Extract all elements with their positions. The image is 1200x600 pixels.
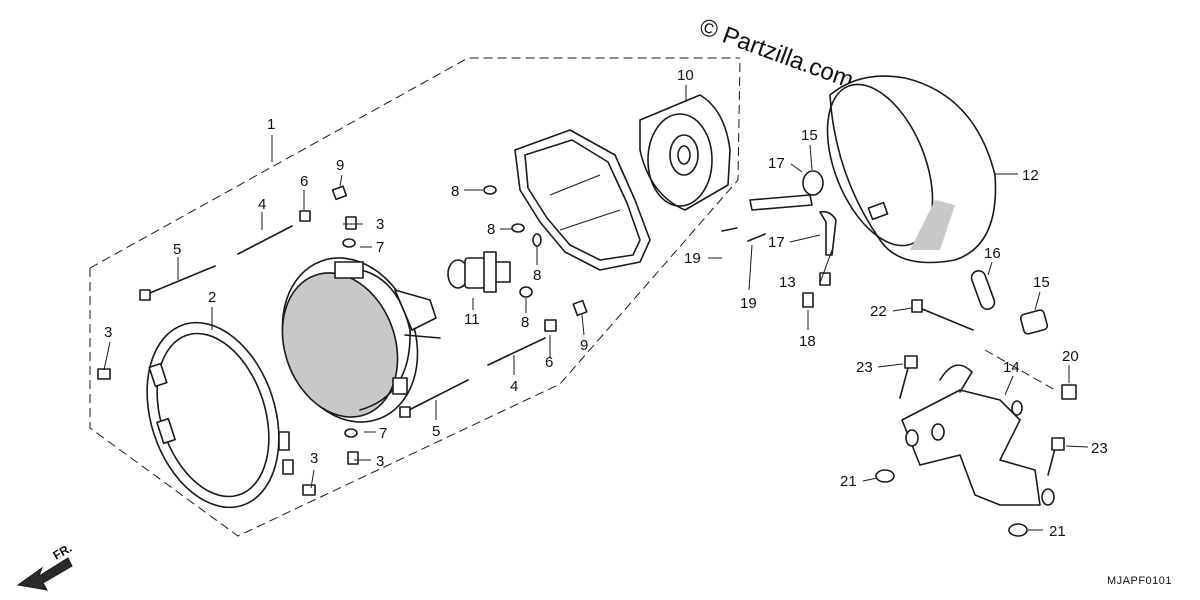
callout-6-upper: 6 — [300, 173, 308, 190]
mounting-hardware-parts — [721, 170, 1077, 537]
headlight-bulb-part — [447, 251, 511, 293]
headlight-stay-part — [901, 349, 1056, 506]
adjuster-nut-part — [299, 210, 557, 332]
callout-19-left: 19 — [684, 250, 701, 267]
spring-part — [237, 225, 293, 255]
callout-16: 16 — [984, 245, 1001, 262]
callout-5-upper: 5 — [173, 241, 181, 258]
callout-20: 20 — [1062, 348, 1079, 365]
screw-part-lower — [399, 379, 469, 418]
nut-small-parts — [342, 238, 358, 438]
callout-13: 13 — [779, 274, 796, 291]
callout-23-left: 23 — [856, 359, 873, 376]
headlight-shell-part — [826, 75, 997, 264]
callout-4-lower: 4 — [510, 378, 518, 395]
spring-part-lower — [487, 337, 546, 366]
front-direction-arrow-icon — [16, 557, 73, 591]
headlight-case-part — [639, 94, 731, 211]
callout-19-lower: 19 — [740, 295, 757, 312]
callout-7-lower: 7 — [379, 425, 387, 442]
assembly-group-outline — [89, 57, 741, 537]
rubber-cap-parts — [331, 185, 588, 317]
screw-part — [139, 265, 216, 301]
callout-3-bottom: 3 — [310, 450, 318, 467]
callout-9-lower: 9 — [580, 337, 588, 354]
clip-parts — [483, 185, 542, 298]
callout-10: 10 — [677, 67, 694, 84]
callout-17-lower: 17 — [768, 234, 785, 251]
callout-7-upper: 7 — [376, 239, 384, 256]
callout-8-b: 8 — [487, 221, 495, 238]
callout-8-c: 8 — [533, 267, 541, 284]
callout-1: 1 — [267, 116, 275, 133]
callout-8-a: 8 — [451, 183, 459, 200]
headlight-bracket-frame-part — [514, 129, 651, 271]
callout-21-left: 21 — [840, 473, 857, 490]
front-direction-label: FR. — [51, 541, 75, 563]
callout-3-left: 3 — [104, 324, 112, 341]
callout-17-upper: 17 — [768, 155, 785, 172]
callout-21-right: 21 — [1049, 523, 1066, 540]
headlight-rim-part — [146, 321, 294, 509]
screw-small-parts — [97, 216, 359, 496]
callout-11: 11 — [464, 311, 480, 328]
callout-12: 12 — [1022, 167, 1039, 184]
callout-2: 2 — [208, 289, 216, 306]
diagram-code: MJAPF0101 — [1107, 575, 1172, 587]
callout-15-lower: 15 — [1033, 274, 1050, 291]
callout-23-right: 23 — [1091, 440, 1108, 457]
callout-5-lower: 5 — [432, 423, 440, 440]
callout-labels: 1 2 3 3 3 3 4 4 5 5 6 6 7 7 8 8 8 8 9 9 … — [104, 67, 1108, 540]
partzilla-watermark: © Partzilla.com — [696, 13, 857, 94]
callout-22: 22 — [870, 303, 887, 320]
callout-18: 18 — [799, 333, 816, 350]
callout-9-upper: 9 — [336, 157, 344, 174]
callout-6-lower: 6 — [545, 354, 553, 371]
callout-14: 14 — [1003, 359, 1020, 376]
callout-3-lower: 3 — [376, 453, 384, 470]
callout-3-upper: 3 — [376, 216, 384, 233]
leader-lines — [103, 85, 1089, 531]
callout-8-d: 8 — [521, 314, 529, 331]
callout-15-upper: 15 — [801, 127, 818, 144]
callout-4-upper: 4 — [258, 196, 266, 213]
headlight-unit-part — [281, 257, 441, 423]
